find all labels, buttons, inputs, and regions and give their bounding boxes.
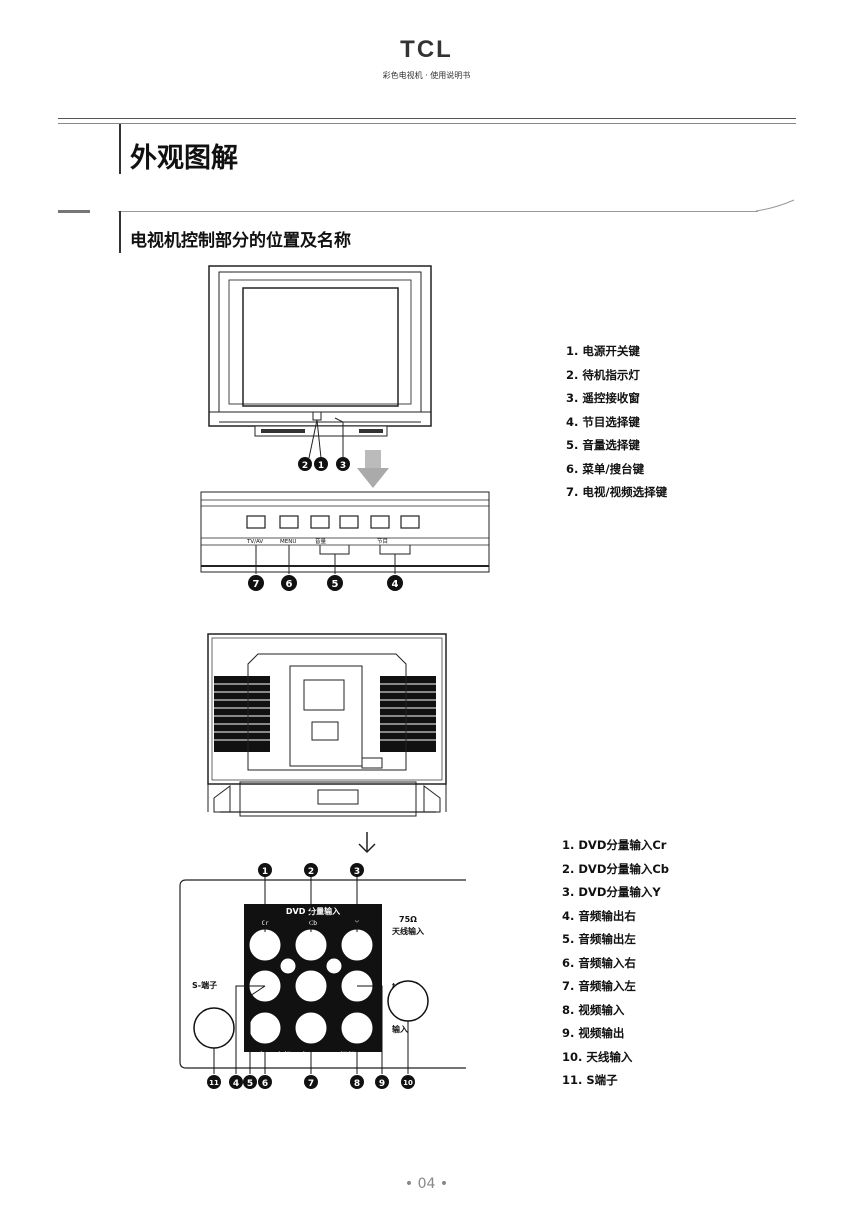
jack-marker-1: 1 [258, 863, 272, 877]
front-marker-2: 2 [298, 457, 312, 471]
jack-marker-8: 8 [350, 1075, 364, 1089]
svg-text:5: 5 [247, 1079, 253, 1089]
list-item: 1. 电源开关键 [566, 344, 640, 358]
list-item: 4. 节目选择键 [566, 414, 640, 429]
jack-marker-10: 10 [401, 1075, 415, 1089]
list-item: 5. 音量选择键 [566, 438, 640, 452]
page-number: • 04 • [404, 1176, 449, 1192]
title-bar [119, 124, 121, 174]
jack-marker-6: 6 [258, 1075, 272, 1089]
list-item: 6. 菜单/搜台键 [566, 461, 645, 476]
rear-tv-diagram [207, 633, 447, 817]
svg-text:6: 6 [286, 579, 293, 590]
svg-text:10: 10 [403, 1079, 413, 1087]
jack-marker-5: 5 [243, 1075, 257, 1089]
front-marker-3: 3 [336, 457, 350, 471]
panel-marker-4: 4 [387, 575, 403, 591]
front-tv-diagram: 2 1 3 TV/AV MENU 音量 节目 7 6 5 [200, 265, 490, 591]
svg-text:2: 2 [308, 867, 314, 877]
svg-text:3: 3 [354, 867, 360, 877]
rear-jacks-list: 1. DVD分量输入Cr 2. DVD分量输入Cb 3. DVD分量输入Y 4.… [562, 834, 669, 1093]
front-controls-list: 1. 电源开关键 2. 待机指示灯 3. 遥控接收窗 4. 节目选择键 5. 音… [566, 340, 667, 505]
svg-text:4: 4 [233, 1079, 239, 1089]
svg-text:输入: 输入 [392, 1024, 408, 1034]
svg-text:9: 9 [379, 1079, 385, 1089]
list-item: 7. 音频输入左 [562, 979, 636, 993]
svg-text:11: 11 [209, 1079, 219, 1087]
list-item: 5. 音频输出左 [562, 932, 636, 946]
list-item: 6. 音频输入右 [562, 955, 636, 970]
svg-text:右 —音频— 左: 右 —音频— 左 [257, 1050, 309, 1060]
svg-text:视频: 视频 [340, 1050, 355, 1060]
svg-text:75Ω: 75Ω [399, 915, 417, 924]
panel-marker-6: 6 [281, 575, 297, 591]
svg-text:天线输入: 天线输入 [392, 926, 424, 936]
section-rule [118, 211, 758, 212]
jack-marker-11: 11 [207, 1075, 221, 1089]
section-rule-curve [756, 199, 795, 212]
svg-text:音量: 音量 [315, 537, 327, 545]
jack-panel-diagram: DVD 分量输入 Cr Cb Y 输出 输入 右 —音频— 左 视频 75Ω 天… [179, 863, 466, 1089]
header-subtitle: 彩色电视机 · 使用说明书 [382, 71, 471, 80]
svg-text:1: 1 [262, 867, 268, 877]
list-item: 9. 视频输出 [562, 1026, 625, 1040]
svg-text:3: 3 [340, 461, 346, 471]
svg-text:5: 5 [332, 579, 339, 590]
jack-marker-4: 4 [229, 1075, 243, 1089]
list-item: 3. 遥控接收窗 [566, 391, 640, 405]
list-item: 8. 视频输入 [562, 1002, 625, 1017]
jack-marker-7: 7 [304, 1075, 318, 1089]
svg-text:节目: 节目 [377, 537, 388, 545]
page-title: 外观图解 [130, 143, 238, 174]
svg-text:4: 4 [392, 579, 399, 590]
svg-text:7: 7 [308, 1079, 314, 1089]
list-item: 7. 电视/视频选择键 [566, 485, 668, 499]
arrow-down-icon [358, 832, 376, 854]
svg-text:6: 6 [262, 1079, 268, 1089]
svg-text:2: 2 [302, 461, 308, 471]
panel-marker-5: 5 [327, 575, 343, 591]
svg-text:MENU: MENU [280, 539, 296, 545]
svg-text:S-端子: S-端子 [192, 980, 217, 990]
list-item: 11. S端子 [562, 1073, 618, 1087]
section-heading: 电视机控制部分的位置及名称 [130, 231, 351, 251]
brand-logo: TCL [400, 36, 453, 63]
svg-text:7: 7 [253, 579, 260, 590]
top-rule [58, 118, 796, 119]
list-item: 1. DVD分量输入Cr [562, 838, 667, 852]
front-marker-1: 1 [314, 457, 328, 471]
section-bar [119, 211, 121, 253]
list-item: 3. DVD分量输入Y [562, 885, 661, 899]
jack-marker-2: 2 [304, 863, 318, 877]
svg-text:8: 8 [354, 1079, 360, 1089]
list-item: 2. DVD分量输入Cb [562, 861, 670, 876]
section-rule-accent [58, 210, 90, 213]
svg-text:Cb: Cb [309, 920, 317, 927]
panel-marker-7: 7 [248, 575, 264, 591]
list-item: 2. 待机指示灯 [566, 367, 640, 382]
jack-marker-3: 3 [350, 863, 364, 877]
down-arrow-icon [357, 450, 389, 488]
svg-text:1: 1 [318, 461, 324, 471]
list-item: 4. 音频输出右 [562, 908, 636, 923]
svg-text:TV/AV: TV/AV [246, 539, 263, 545]
list-item: 10. 天线输入 [562, 1049, 633, 1064]
top-rule-2 [58, 123, 796, 124]
svg-text:DVD 分量输入: DVD 分量输入 [286, 906, 340, 916]
jack-marker-9: 9 [375, 1075, 389, 1089]
